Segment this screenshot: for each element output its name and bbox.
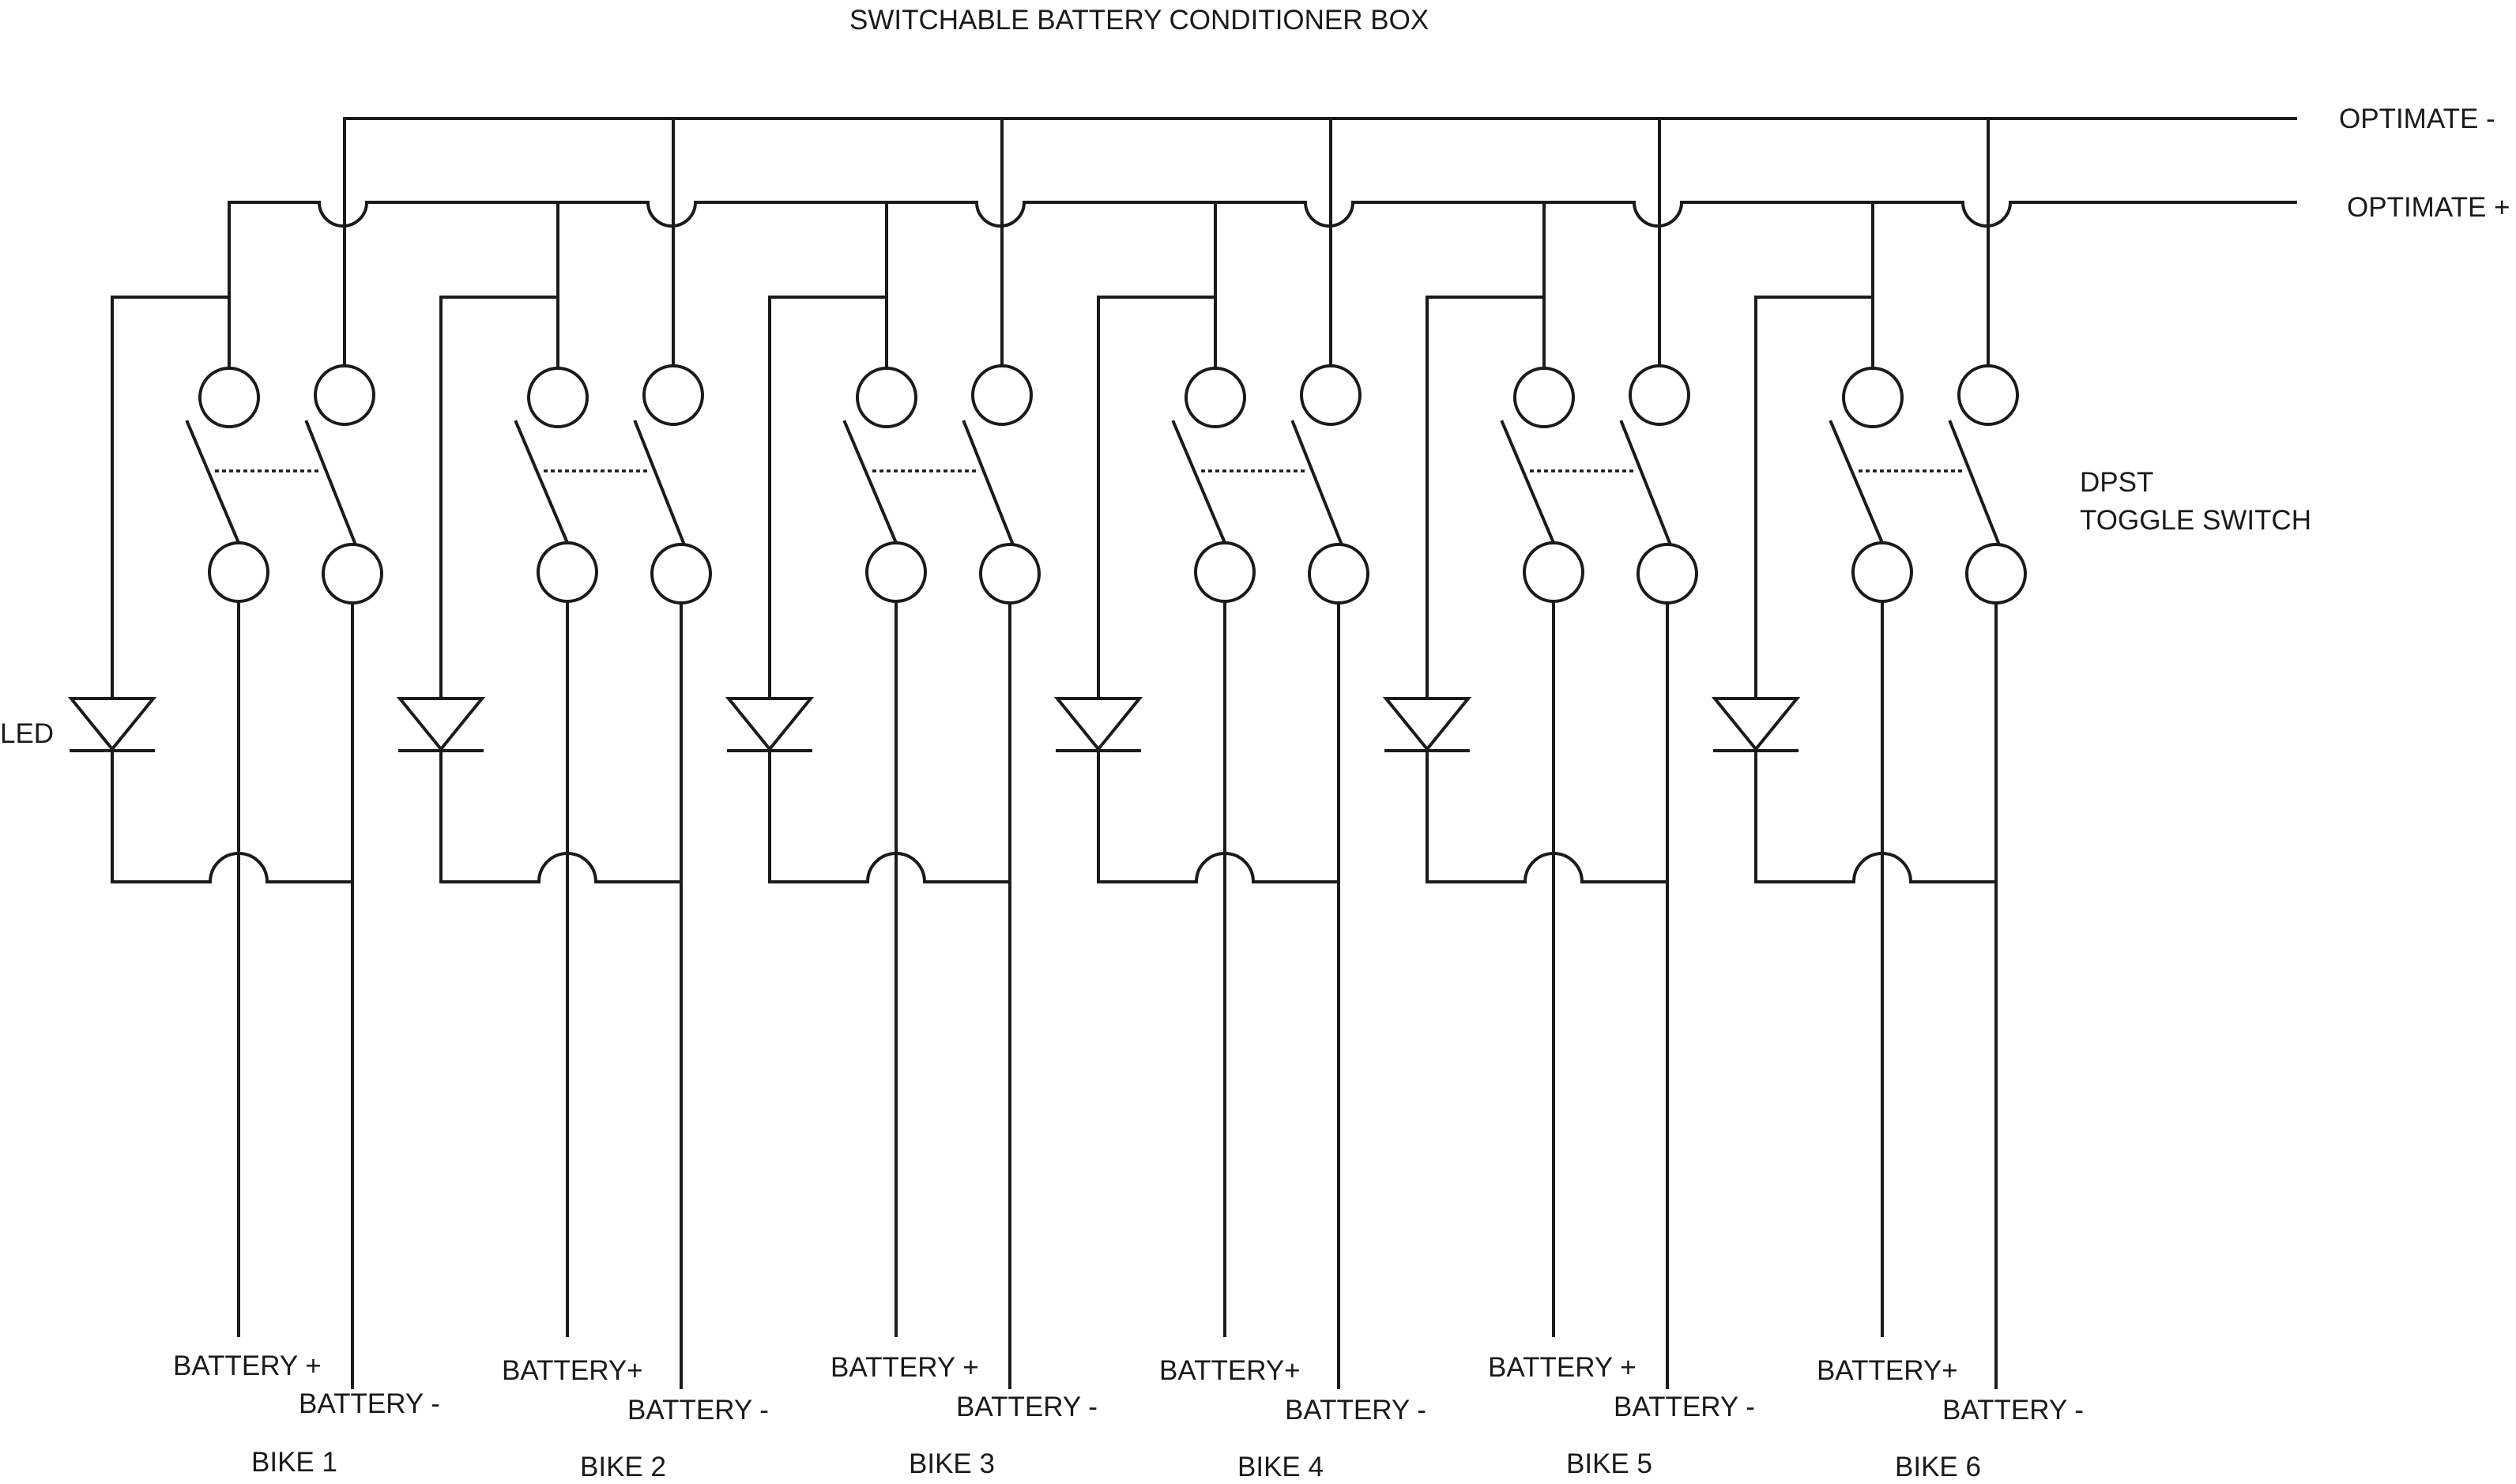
led-return-wire-6 [1754,749,1998,883]
led-icon [67,697,157,752]
switch-terminal-top-negative-5 [1629,364,1690,426]
switch-blade-positive-3 [842,420,898,545]
led-return-wire-3 [768,749,1011,883]
bike-channel-1: BATTERY + BATTERY - BIKE 1 [67,117,440,1478]
switch-blade-negative-6 [1948,420,2001,545]
switch-terminal-top-positive-1 [198,367,260,428]
switch-label-line-1: DPST [2080,467,2153,498]
led-label: LED [0,718,54,749]
switch-blade-negative-1 [304,420,357,545]
battery-positive-label: BATTERY + [173,1350,322,1381]
switch-blade-positive-2 [514,420,570,545]
switch-terminal-top-positive-2 [527,367,589,428]
led-feed-wire-1 [111,296,231,697]
led-feed-wire-2 [439,296,559,697]
led-icon [1053,697,1143,752]
battery-positive-label: BATTERY+ [502,1355,643,1386]
bike-channel-6: BATTERY+ BATTERY - BIKE 6 [1711,117,2084,1482]
led-icon [1382,697,1472,752]
led-return-wire-4 [1097,749,1340,883]
led-feed-wire-5 [1426,296,1546,697]
bike-channel-3: BATTERY + BATTERY - BIKE 3 [725,117,1098,1479]
switch-terminal-bottom-negative-4 [1308,543,1369,605]
battery-positive-label: BATTERY+ [1817,1355,1958,1386]
switch-terminal-top-negative-6 [1957,364,2019,426]
switch-terminal-bottom-positive-3 [865,541,927,603]
bike-label: BIKE 3 [909,1448,995,1479]
battery-negative-label: BATTERY - [1942,1395,2084,1426]
switch-blade-negative-2 [633,420,686,545]
switch-terminal-bottom-positive-1 [208,541,269,603]
bike-channel-5: BATTERY + BATTERY - BIKE 5 [1382,117,1755,1479]
switch-terminal-top-negative-4 [1300,364,1362,426]
switch-terminal-top-positive-6 [1842,367,1904,428]
switch-terminal-top-negative-2 [642,364,704,426]
battery-positive-label: BATTERY + [831,1352,979,1383]
bike-channels: BATTERY + BATTERY - BIKE 1 BATTERY+ BATTERY … [67,117,2084,1482]
switch-terminal-bottom-negative-5 [1637,543,1698,605]
led-icon [1711,697,1801,752]
switch-blade-positive-1 [185,420,241,545]
switch-terminal-top-negative-1 [314,364,375,426]
optimate-negative-label: OPTIMATE - [2339,104,2495,134]
battery-negative-label: BATTERY - [627,1395,769,1426]
switch-terminal-bottom-positive-4 [1194,541,1256,603]
led-feed-wire-4 [1097,296,1217,697]
bike-label: BIKE 6 [1895,1452,1981,1482]
optimate-positive-label: OPTIMATE + [2347,192,2510,223]
led-return-wire-2 [439,749,683,883]
led-feed-wire-6 [1754,296,1874,697]
led-return-wire-1 [111,749,354,883]
switch-terminal-bottom-negative-3 [979,543,1041,605]
diagram-title: SWITCHABLE BATTERY CONDITIONER BOX [849,5,1429,36]
switch-terminal-bottom-negative-6 [1965,543,2027,605]
switch-blade-negative-3 [962,420,1015,545]
battery-negative-label: BATTERY - [299,1388,440,1419]
optimate-positive-rail [228,201,2297,228]
battery-positive-label: BATTERY + [1488,1352,1637,1383]
battery-negative-label: BATTERY - [1285,1395,1426,1426]
led-icon [396,697,486,752]
switch-terminal-bottom-negative-2 [650,543,712,605]
switch-terminal-top-negative-3 [971,364,1033,426]
bike-label: BIKE 1 [251,1447,337,1478]
switch-blade-positive-4 [1171,420,1227,545]
switch-terminal-bottom-negative-1 [322,543,383,605]
switch-label-line-2: TOGGLE SWITCH [2080,505,2311,536]
bike-channel-4: BATTERY+ BATTERY - BIKE 4 [1053,117,1426,1482]
bike-channel-2: BATTERY+ BATTERY - BIKE 2 [396,117,769,1482]
switch-terminal-top-positive-4 [1185,367,1246,428]
switch-blade-negative-5 [1619,420,1672,545]
led-feed-wire-3 [768,296,888,697]
bike-label: BIKE 2 [580,1452,666,1482]
switch-blade-positive-6 [1829,420,1885,545]
switch-terminal-bottom-positive-2 [537,541,598,603]
battery-positive-label: BATTERY+ [1159,1355,1301,1386]
switch-blade-positive-5 [1500,420,1556,545]
led-icon [725,697,815,752]
switch-terminal-top-positive-3 [856,367,917,428]
bike-label: BIKE 4 [1237,1452,1324,1482]
switch-terminal-bottom-positive-6 [1851,541,1913,603]
bike-label: BIKE 5 [1566,1448,1652,1479]
switch-terminal-bottom-positive-5 [1523,541,1584,603]
battery-negative-label: BATTERY - [956,1392,1098,1422]
battery-negative-label: BATTERY - [1614,1392,1755,1422]
switch-terminal-top-positive-5 [1513,367,1575,428]
switch-blade-negative-4 [1290,420,1343,545]
led-return-wire-5 [1426,749,1669,883]
